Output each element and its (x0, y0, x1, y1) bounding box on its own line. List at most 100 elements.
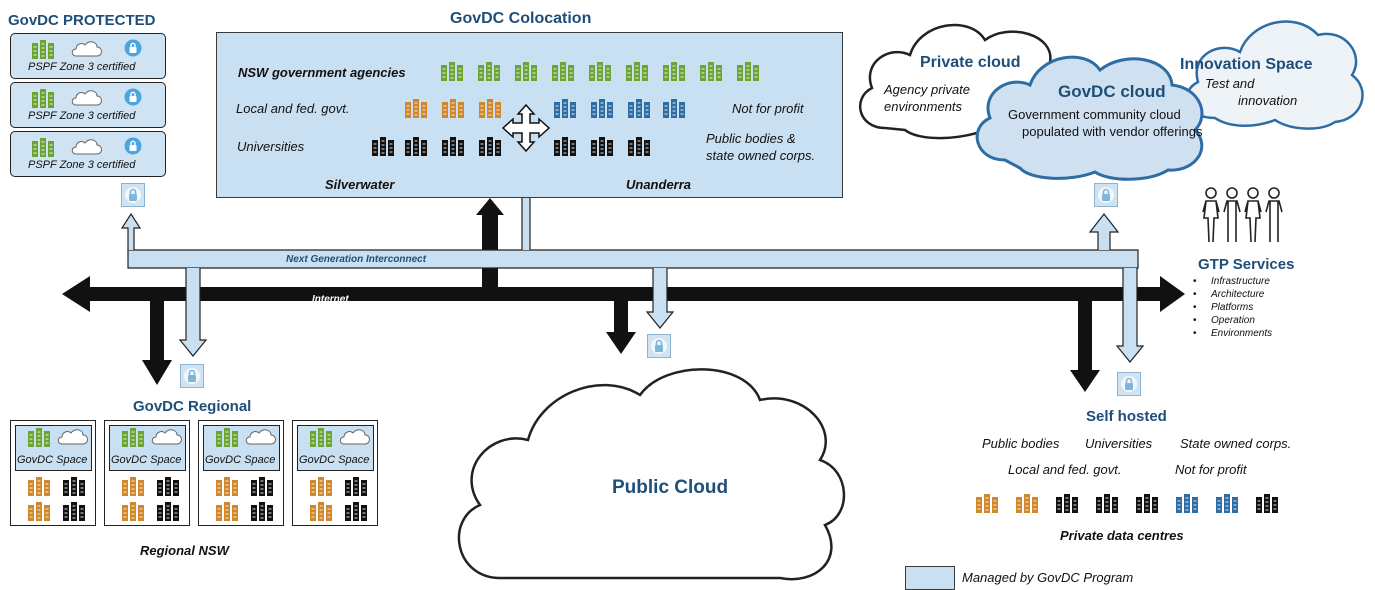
server-rack-icon (32, 89, 54, 114)
govdc-cloud-title: GovDC cloud (1058, 82, 1166, 101)
govdc-space-label: GovDC Space (111, 454, 182, 466)
server-rack-icon (216, 477, 238, 502)
server-rack-icon (1136, 494, 1158, 519)
govdc-cloud-shape (975, 55, 1204, 181)
public-cloud-title: Public Cloud (612, 477, 729, 498)
gtp-service-item: Architecture (1193, 289, 1272, 302)
sh-state-owned: State owned corps. (1180, 436, 1292, 451)
server-rack-icon (122, 428, 144, 453)
server-rack-icon (628, 137, 650, 162)
govdc-space-label: GovDC Space (205, 454, 276, 466)
server-rack-icon (1056, 494, 1078, 519)
server-rack-icon (552, 62, 574, 87)
ngi-to-public-cloud-arrow (645, 268, 675, 329)
server-rack-icon (122, 502, 144, 527)
server-rack-icon (441, 62, 463, 87)
internet-to-public-cloud-arrow (606, 301, 636, 354)
server-rack-icon (216, 502, 238, 527)
ngi-to-regional-arrow (178, 268, 208, 357)
server-rack-icon (628, 99, 650, 124)
server-rack-icon (405, 137, 427, 162)
cloud-icon (56, 428, 90, 451)
regional-lock-icon (180, 364, 204, 388)
server-rack-icon (1096, 494, 1118, 519)
cloud-icon (244, 428, 278, 451)
regional-title: GovDC Regional (133, 398, 252, 415)
server-rack-icon (28, 502, 50, 527)
server-rack-icon (63, 477, 85, 502)
public-cloud-shape (457, 368, 846, 581)
protected-zone-1-label: PSPF Zone 3 certified (28, 61, 136, 73)
universities-label: Universities (237, 139, 305, 154)
padlock-icon (124, 88, 142, 111)
not-for-profit-label: Not for profit (732, 101, 804, 116)
sh-public-bodies: Public bodies (982, 436, 1060, 451)
innovation-cloud-shape (1185, 20, 1364, 130)
server-rack-icon (32, 40, 54, 65)
public-bodies-label-2: state owned corps. (706, 148, 816, 163)
server-rack-icon (1176, 494, 1198, 519)
cloud-icon (70, 89, 104, 112)
internet-label: Internet (312, 294, 349, 305)
local-fed-label: Local and fed. govt. (236, 101, 350, 116)
server-rack-icon (442, 99, 464, 124)
server-rack-icon (345, 477, 367, 502)
cloud-icon (338, 428, 372, 451)
server-rack-icon (478, 62, 500, 87)
ngi-label: Next Generation Interconnect (286, 254, 427, 265)
server-rack-icon (63, 502, 85, 527)
internet-to-self-hosted-arrow (1070, 301, 1100, 392)
server-rack-icon (216, 428, 238, 453)
private-cloud-title: Private cloud (920, 54, 1021, 71)
server-rack-icon (32, 138, 54, 163)
server-rack-icon (591, 137, 613, 162)
innovation-title: Innovation Space (1180, 56, 1313, 73)
server-rack-icon (251, 477, 273, 502)
server-rack-icon (515, 62, 537, 87)
server-rack-icon (345, 502, 367, 527)
server-rack-icon (737, 62, 759, 87)
server-rack-icon (976, 494, 998, 519)
ngi-band (127, 249, 1139, 269)
ngi-to-protected-arrow (120, 212, 142, 250)
server-rack-icon (479, 137, 501, 162)
cloud-icon (150, 428, 184, 451)
server-rack-icon (626, 62, 648, 87)
cloud-icon (70, 40, 104, 63)
sh-universities: Universities (1085, 436, 1153, 451)
internet-to-colocation-arrow (476, 198, 504, 287)
public-bodies-label-1: Public bodies & (706, 131, 796, 146)
ngi-to-self-hosted-arrow (1115, 268, 1145, 363)
internet-arrow (62, 276, 1185, 312)
nsw-agencies-label: NSW government agencies (238, 65, 406, 80)
colocation-title: GovDC Colocation (450, 10, 592, 27)
self-hosted-title: Self hosted (1086, 408, 1167, 425)
server-rack-icon (122, 477, 144, 502)
protected-lock-icon (121, 183, 145, 207)
server-rack-icon (310, 502, 332, 527)
server-rack-icon (28, 477, 50, 502)
legend-label: Managed by GovDC Program (962, 570, 1134, 585)
self-hosted-lock-icon (1117, 372, 1141, 396)
private-cloud-desc-1: Agency private (884, 82, 970, 97)
public-cloud-lock-icon (647, 334, 671, 358)
server-rack-icon (591, 99, 613, 124)
server-rack-icon (554, 137, 576, 162)
server-rack-icon (310, 477, 332, 502)
server-rack-icon (1216, 494, 1238, 519)
server-rack-icon (1016, 494, 1038, 519)
server-rack-icon (405, 99, 427, 124)
protected-zone-2-label: PSPF Zone 3 certified (28, 110, 136, 122)
internet-to-regional-arrow (142, 301, 172, 385)
server-rack-icon (310, 428, 332, 453)
server-rack-icon (442, 137, 464, 162)
gtp-service-item: Infrastructure (1193, 276, 1272, 289)
server-rack-icon (663, 62, 685, 87)
innovation-desc-1: Test and (1205, 76, 1255, 91)
server-rack-icon (251, 502, 273, 527)
unanderra-label: Unanderra (626, 177, 692, 192)
govdc-cloud-lock-icon (1094, 183, 1118, 207)
padlock-icon (124, 39, 142, 62)
server-rack-icon (372, 137, 394, 162)
